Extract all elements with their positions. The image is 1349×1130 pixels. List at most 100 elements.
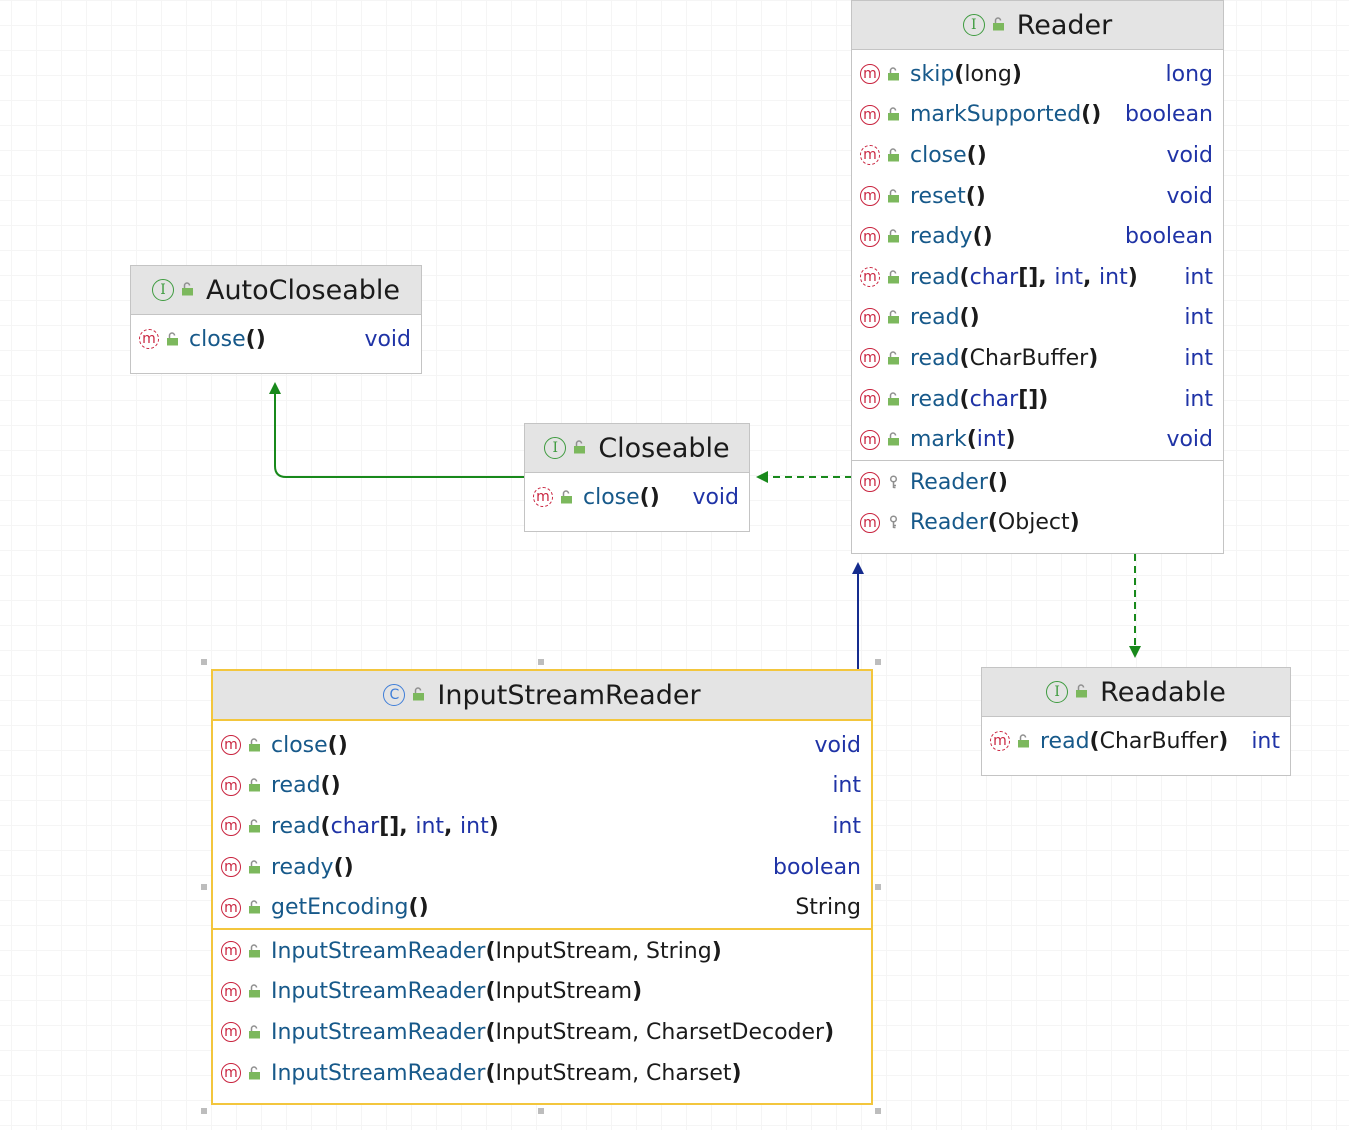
signature-part: read [910, 386, 960, 412]
return-type: void [364, 326, 411, 352]
selection-handle[interactable] [875, 659, 881, 665]
signature-part: ( [959, 386, 970, 412]
signature-part: ) [632, 979, 643, 1005]
method-icon: m [860, 104, 880, 125]
unlock-icon [887, 102, 900, 127]
member-signature: reset() [910, 184, 1154, 209]
signature-part: InputStream, Charset [495, 1060, 732, 1086]
signature-part: () [987, 469, 1008, 495]
unlock-icon [248, 733, 261, 758]
signature-part: ( [966, 427, 977, 453]
return-type: int [1184, 264, 1213, 290]
signature-part: () [1081, 102, 1102, 128]
signature-part: read [271, 813, 321, 839]
signature-part: long [964, 61, 1012, 87]
unlock-icon [1075, 683, 1088, 702]
selection-handle[interactable] [875, 884, 881, 890]
method-icon: m [221, 1022, 241, 1043]
return-type: boolean [773, 854, 861, 880]
signature-part: ) [1005, 427, 1016, 453]
signature-part: () [245, 326, 266, 352]
method-icon: m [139, 329, 159, 350]
member-signature: close() [271, 733, 802, 758]
signature-part: ) [1069, 510, 1080, 536]
signature-part: () [327, 732, 348, 758]
return-type: int [1184, 305, 1213, 331]
unlock-icon [248, 1020, 261, 1045]
signature-part: ( [485, 938, 496, 964]
signature-part: () [408, 895, 429, 921]
method-row[interactable]: m close() void [131, 319, 421, 360]
unlock-icon [166, 327, 179, 352]
return-type: void [1166, 142, 1213, 168]
selection-handle[interactable] [201, 1108, 207, 1114]
signature-part: markSupported [910, 102, 1082, 128]
signature-part: ( [959, 345, 970, 371]
member-signature: Reader(Object) [910, 510, 1213, 535]
constructor-row[interactable]: m Reader(Object) [852, 503, 1223, 544]
return-type: int [1184, 345, 1213, 371]
method-icon: m [860, 389, 880, 410]
signature-part: char [969, 386, 1019, 412]
return-type: void [814, 732, 861, 758]
selection-handle[interactable] [201, 884, 207, 890]
selection-handle[interactable] [538, 1108, 544, 1114]
return-type: boolean [1125, 224, 1213, 250]
method-icon: m [221, 816, 241, 837]
method-icon: m [221, 897, 241, 918]
member-signature: InputStreamReader(InputStream, String) [271, 939, 861, 964]
selection-handle[interactable] [538, 659, 544, 665]
unlock-icon [887, 224, 900, 249]
signature-part: () [639, 484, 660, 510]
signature-part: InputStreamReader [271, 1019, 486, 1045]
selection-handle[interactable] [201, 659, 207, 665]
signature-part: close [189, 326, 246, 352]
method-icon: m [860, 267, 880, 288]
node-title: Reader [1016, 9, 1113, 41]
selection-handle[interactable] [875, 1108, 881, 1114]
interface-icon: I [1046, 681, 1069, 703]
signature-part: ( [1089, 728, 1100, 754]
member-signature: read(CharBuffer) [1040, 729, 1239, 754]
signature-part: close [271, 732, 328, 758]
return-type: boolean [1125, 102, 1213, 128]
method-icon: m [860, 512, 880, 533]
method-icon: m [221, 1063, 241, 1084]
interface-icon: I [544, 437, 567, 459]
unlock-icon [248, 979, 261, 1004]
method-row[interactable]: m markSupported() boolean [852, 95, 1223, 136]
signature-part: ) [711, 938, 722, 964]
